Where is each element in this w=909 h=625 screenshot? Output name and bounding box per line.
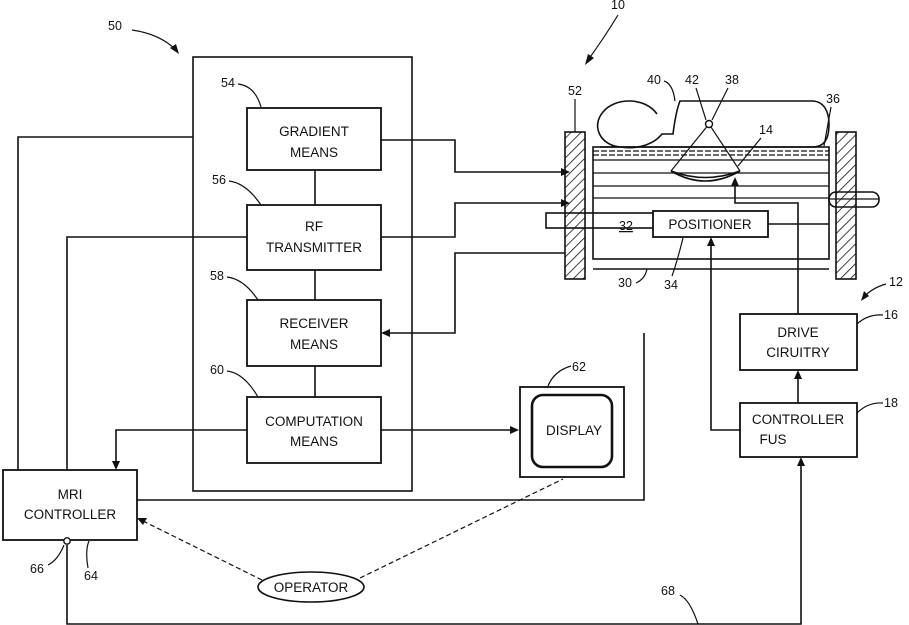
ref-38: 38 bbox=[725, 73, 739, 87]
receiver-means-label-1: RECEIVER bbox=[279, 316, 348, 331]
ref-12: 12 bbox=[889, 275, 903, 289]
rf-transmitter-label-2: TRANSMITTER bbox=[266, 240, 362, 255]
ref-14: 14 bbox=[759, 123, 773, 137]
rf-transmitter-block: RF TRANSMITTER bbox=[247, 205, 381, 270]
ref-54: 54 bbox=[221, 76, 235, 90]
drive-circuitry-label-2: CIRUITRY bbox=[766, 345, 830, 360]
ref-34: 34 bbox=[664, 278, 678, 292]
ref-18: 18 bbox=[884, 396, 898, 410]
controller-fus-block: CONTROLLER FUS bbox=[740, 403, 857, 457]
drive-circuitry-label-1: DRIVE bbox=[777, 325, 818, 340]
ref-16: 16 bbox=[884, 308, 898, 322]
gradient-means-block: GRADIENT MEANS bbox=[247, 108, 381, 170]
focal-point bbox=[706, 121, 713, 128]
magnet-pole-right bbox=[836, 132, 856, 279]
computation-means-block: COMPUTATION MEANS bbox=[247, 397, 381, 463]
operator-node: OPERATOR bbox=[258, 572, 364, 602]
ref-60: 60 bbox=[210, 363, 224, 377]
mri-controller-block: MRI CONTROLLER bbox=[3, 470, 137, 544]
operator-input-port bbox=[64, 538, 70, 544]
ref-40: 40 bbox=[647, 73, 661, 87]
computation-means-label-2: MEANS bbox=[290, 434, 338, 449]
ref-66: 66 bbox=[30, 562, 44, 576]
ref-68: 68 bbox=[661, 584, 675, 598]
positioner-label: POSITIONER bbox=[668, 217, 752, 232]
computation-means-label-1: COMPUTATION bbox=[265, 414, 363, 429]
ref-42: 42 bbox=[685, 73, 699, 87]
rf-transmitter-label-1: RF bbox=[305, 219, 323, 234]
magnet-pole-left bbox=[565, 132, 585, 279]
gradient-means-label-2: MEANS bbox=[290, 145, 338, 160]
controller-fus-label-1: CONTROLLER bbox=[752, 412, 845, 427]
mri-controller-label-1: MRI bbox=[58, 487, 83, 502]
receiver-means-label-2: MEANS bbox=[290, 337, 338, 352]
patient-outline bbox=[598, 101, 829, 148]
gradient-means-label-1: GRADIENT bbox=[279, 124, 349, 139]
mri-controller-label-2: CONTROLLER bbox=[24, 507, 117, 522]
drive-circuitry-block: DRIVE CIRUITRY bbox=[740, 314, 857, 370]
display-label: DISPLAY bbox=[546, 423, 602, 438]
ref-58: 58 bbox=[210, 269, 224, 283]
magnet-assembly: POSITIONER bbox=[546, 101, 879, 279]
ref-52: 52 bbox=[568, 84, 582, 98]
ref-36: 36 bbox=[826, 92, 840, 106]
controller-fus-label-2: FUS bbox=[760, 432, 787, 447]
ref-64: 64 bbox=[84, 569, 98, 583]
ref-62: 62 bbox=[572, 360, 586, 374]
ref-10: 10 bbox=[611, 0, 625, 12]
operator-label: OPERATOR bbox=[274, 580, 349, 595]
ref-30: 30 bbox=[618, 276, 632, 290]
display-unit: DISPLAY bbox=[520, 387, 624, 477]
ref-50: 50 bbox=[108, 19, 122, 33]
receiver-means-block: RECEIVER MEANS bbox=[247, 300, 381, 366]
ref-56: 56 bbox=[212, 173, 226, 187]
ref-32: 32 bbox=[619, 219, 633, 233]
